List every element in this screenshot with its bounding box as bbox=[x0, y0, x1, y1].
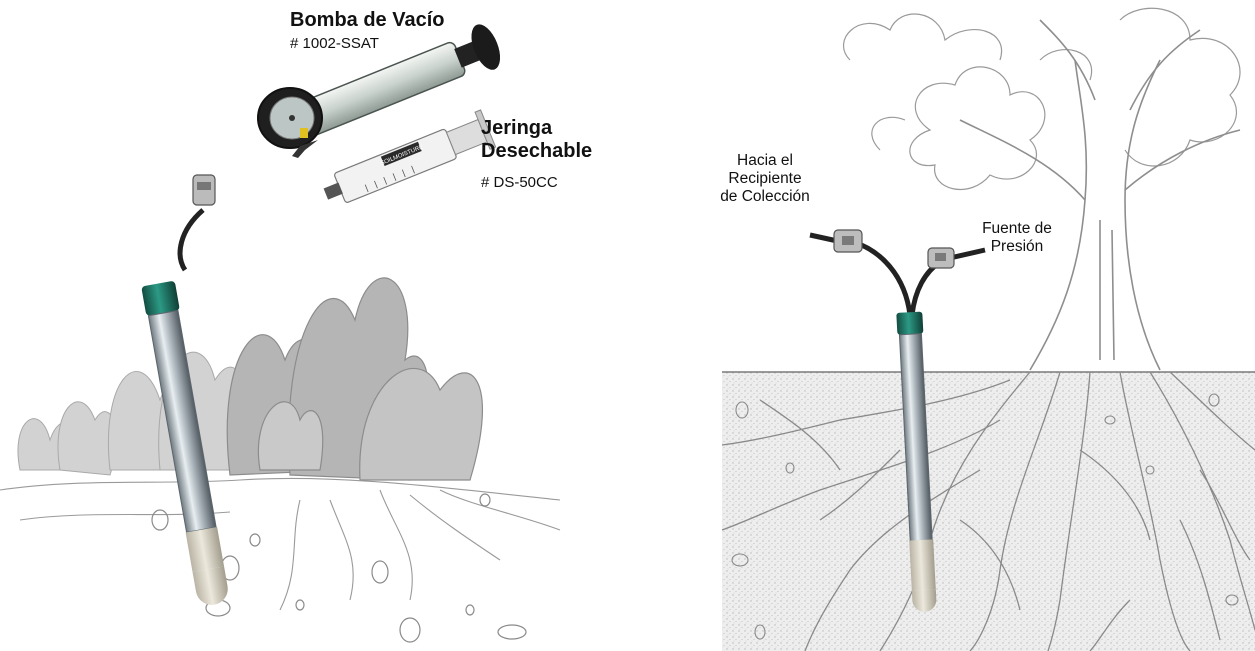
pump-title: Bomba de Vacío bbox=[290, 9, 445, 31]
syringe-code: # DS-50CC bbox=[481, 174, 558, 192]
pressure-clamp bbox=[928, 248, 954, 268]
pump-code: # 1002-SSAT bbox=[290, 35, 379, 53]
right-scene bbox=[722, 8, 1255, 651]
pressure-label: Fuente de Presión bbox=[962, 220, 1072, 256]
collection-label-line1: Hacia el bbox=[700, 152, 830, 170]
collection-label: Hacia el Recipiente de Colección bbox=[700, 152, 830, 206]
left-soil-lines bbox=[0, 478, 560, 610]
collection-clamp bbox=[834, 230, 862, 252]
syringe-title-line1: Jeringa bbox=[481, 117, 552, 139]
left-pinch-clamp bbox=[193, 175, 215, 205]
syringe-title-line2: Desechable bbox=[481, 140, 592, 162]
collection-label-line3: de Colección bbox=[700, 188, 830, 206]
background-plants bbox=[18, 352, 245, 475]
left-scene: SOILMOISTURE bbox=[0, 20, 560, 642]
pressure-label-line2: Presión bbox=[962, 238, 1072, 256]
collection-label-line2: Recipiente bbox=[700, 170, 830, 188]
pressure-label-line1: Fuente de bbox=[962, 220, 1072, 238]
disposable-syringe: SOILMOISTURE bbox=[318, 110, 495, 213]
foreground-plants bbox=[227, 278, 482, 480]
tree-trunk bbox=[960, 20, 1240, 370]
